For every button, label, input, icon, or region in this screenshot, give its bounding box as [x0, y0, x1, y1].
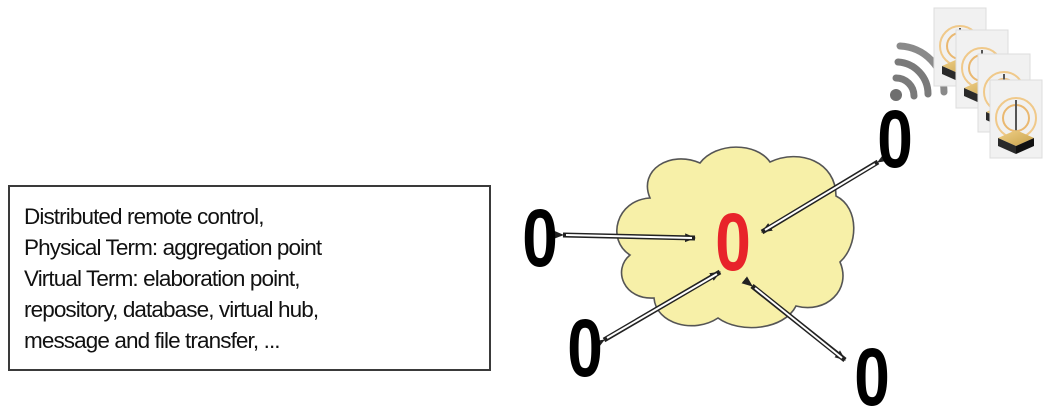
center-node: 0: [715, 195, 751, 288]
top-right-node: 0: [877, 92, 913, 185]
bottom-right-node: 0: [854, 330, 890, 407]
router-device-icon: [989, 79, 1043, 159]
arrow-left: [553, 230, 697, 243]
description-box: Distributed remote control, Physical Ter…: [8, 185, 491, 371]
description-line-3: Virtual Term: elaboration point,: [24, 266, 300, 291]
description-line-1: Distributed remote control,: [24, 204, 264, 229]
arrow-bottom-right: [741, 276, 847, 362]
arrow-bottom-left: [593, 269, 722, 349]
description-line-4: repository, database, virtual hub,: [24, 297, 319, 322]
bottom-left-node: 0: [567, 301, 603, 394]
description-line-2: Physical Term: aggregation point: [24, 235, 322, 260]
router-device-stack: [933, 7, 1043, 159]
arrow-top-right: [760, 153, 889, 235]
left-node: 0: [522, 191, 558, 284]
connections: [553, 153, 889, 362]
description-line-5: message and file transfer, ...: [24, 328, 281, 353]
